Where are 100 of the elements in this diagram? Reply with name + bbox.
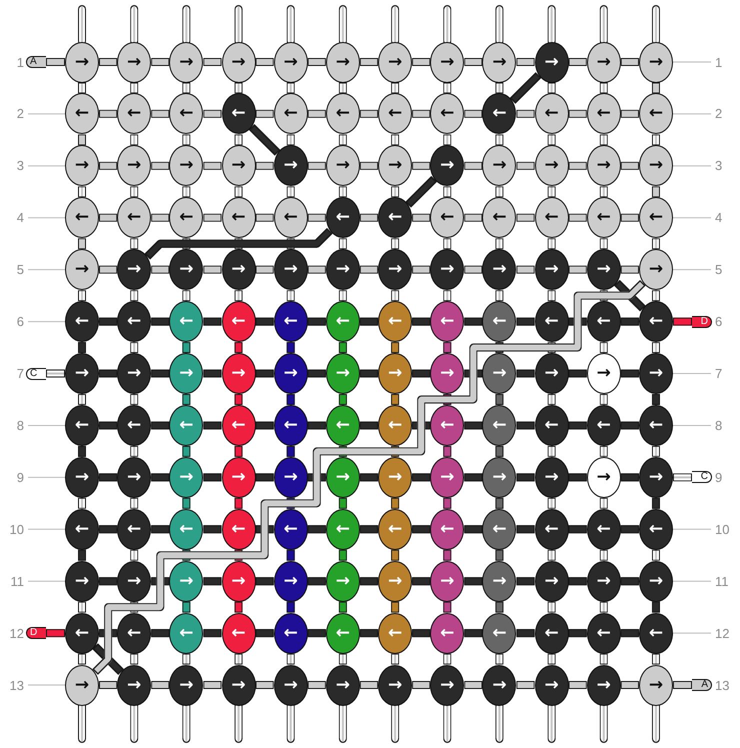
thread [130, 654, 138, 665]
knot [65, 249, 99, 290]
thread [99, 214, 118, 222]
knot [65, 612, 99, 654]
knot-direction-sign: ← [336, 105, 350, 122]
thread [203, 629, 222, 638]
thread [182, 446, 190, 457]
thread [516, 318, 535, 326]
thread [286, 186, 295, 198]
knot-direction-sign: ← [231, 624, 246, 642]
knot [274, 456, 308, 498]
knot [534, 560, 569, 602]
knot-direction-sign: ← [127, 209, 142, 226]
thread [78, 654, 86, 665]
thread [182, 550, 190, 561]
knot-direction-sign: → [440, 572, 454, 590]
thread [443, 82, 452, 94]
row-number: 8 [715, 418, 722, 433]
thread [620, 370, 639, 378]
knot [169, 404, 204, 446]
knot-direction-sign: → [648, 676, 664, 694]
thread [234, 238, 243, 250]
knot [117, 301, 152, 342]
knot [638, 93, 673, 134]
thread [234, 394, 243, 405]
thread [308, 58, 326, 66]
knot-direction-sign: → [388, 261, 402, 278]
row-number: 5 [715, 262, 722, 278]
knot [378, 249, 412, 290]
knot-direction-sign: ← [127, 520, 142, 538]
thread [620, 421, 639, 430]
thread [614, 280, 646, 312]
thread [652, 238, 660, 250]
thread [78, 186, 86, 198]
thread [338, 550, 347, 561]
row-number: 3 [16, 158, 24, 174]
knot-direction-sign: → [492, 261, 507, 278]
knot-direction-sign: → [74, 468, 90, 486]
thread [130, 134, 138, 146]
knot-direction-sign: → [179, 261, 194, 278]
knot [117, 145, 152, 186]
row-number: 1 [715, 54, 722, 70]
knot-direction-sign: ← [284, 105, 298, 122]
thread [203, 577, 222, 586]
thread [600, 498, 608, 509]
knot [117, 249, 152, 290]
thread [308, 110, 326, 118]
knot [430, 42, 464, 82]
thread [99, 162, 118, 170]
thread [516, 421, 535, 430]
knot [326, 612, 360, 654]
thread [338, 186, 347, 198]
thread [568, 421, 587, 430]
knot [169, 145, 204, 186]
knot-direction-sign: ← [231, 209, 246, 226]
thread [308, 266, 326, 274]
knot [378, 456, 412, 498]
thread [620, 629, 639, 638]
thread [600, 82, 608, 94]
thread [256, 162, 274, 170]
thread [286, 446, 295, 457]
knot-direction-sign: → [231, 676, 246, 694]
knot-direction-sign: → [440, 261, 454, 278]
knot [274, 353, 308, 394]
knot [638, 612, 673, 654]
knot-direction-sign: → [284, 54, 298, 70]
thread [144, 228, 333, 260]
thread [256, 370, 274, 378]
knot-direction-sign: → [388, 54, 402, 70]
knot-direction-sign: ← [74, 313, 90, 330]
thread [78, 446, 86, 457]
knot-direction-sign: ← [544, 313, 559, 330]
knot [326, 404, 360, 446]
knot-direction-sign: → [492, 468, 507, 486]
knot-direction-sign: → [492, 54, 507, 70]
thread [338, 498, 347, 509]
knot [326, 145, 360, 186]
knot-direction-sign: ← [336, 416, 350, 434]
thread [516, 110, 535, 118]
thread [568, 629, 587, 638]
knot-direction-sign: → [544, 365, 559, 382]
knot-direction-sign: → [440, 157, 454, 174]
thread [495, 82, 504, 94]
knot [586, 404, 621, 446]
thread [99, 421, 118, 430]
thread [99, 110, 118, 118]
thread [99, 58, 118, 66]
thread [495, 342, 504, 354]
thread [443, 134, 452, 146]
knot [222, 404, 256, 446]
thread [464, 214, 482, 222]
knot-direction-sign: ← [648, 313, 664, 330]
thread [652, 82, 660, 94]
thread [600, 238, 608, 250]
knot-direction-sign: → [231, 157, 246, 174]
thread [130, 602, 138, 613]
knot [117, 560, 152, 602]
thread [652, 394, 660, 405]
knot-direction-sign: ← [179, 416, 194, 434]
thread [405, 176, 437, 208]
